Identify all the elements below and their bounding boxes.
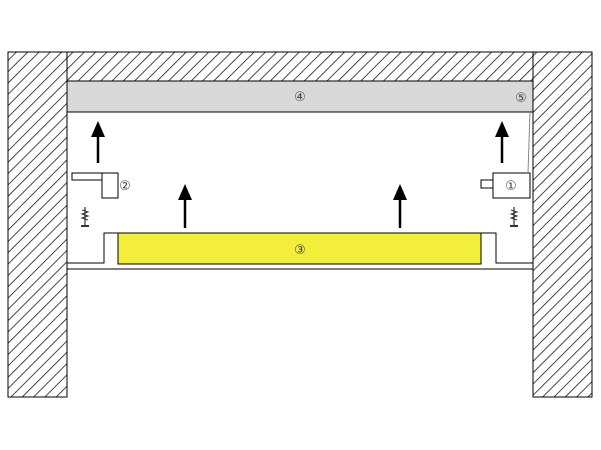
left-wall — [7, 51, 68, 398]
yellow-bar-label: ③ — [294, 243, 306, 258]
yellow-bar — [117, 232, 482, 265]
ceiling — [66, 51, 534, 82]
bracket-right — [480, 172, 531, 199]
screw-icon — [80, 207, 90, 227]
track-right — [481, 232, 533, 264]
track-left — [67, 232, 118, 264]
arrow-up-icon — [91, 121, 105, 163]
screw-icon — [509, 207, 519, 227]
connector-line — [527, 111, 531, 174]
bracket-right-label: ① — [505, 179, 517, 194]
bracket-left-label: ② — [119, 179, 131, 194]
right-wall — [532, 51, 593, 398]
ceiling-panel — [66, 80, 534, 113]
arrow-up-icon — [178, 184, 192, 228]
arrow-up-icon — [495, 121, 509, 163]
arrow-up-icon — [393, 184, 407, 228]
corner-label: ⑤ — [515, 91, 527, 106]
bracket-left — [71, 172, 119, 199]
ceiling-panel-label: ④ — [294, 90, 306, 105]
